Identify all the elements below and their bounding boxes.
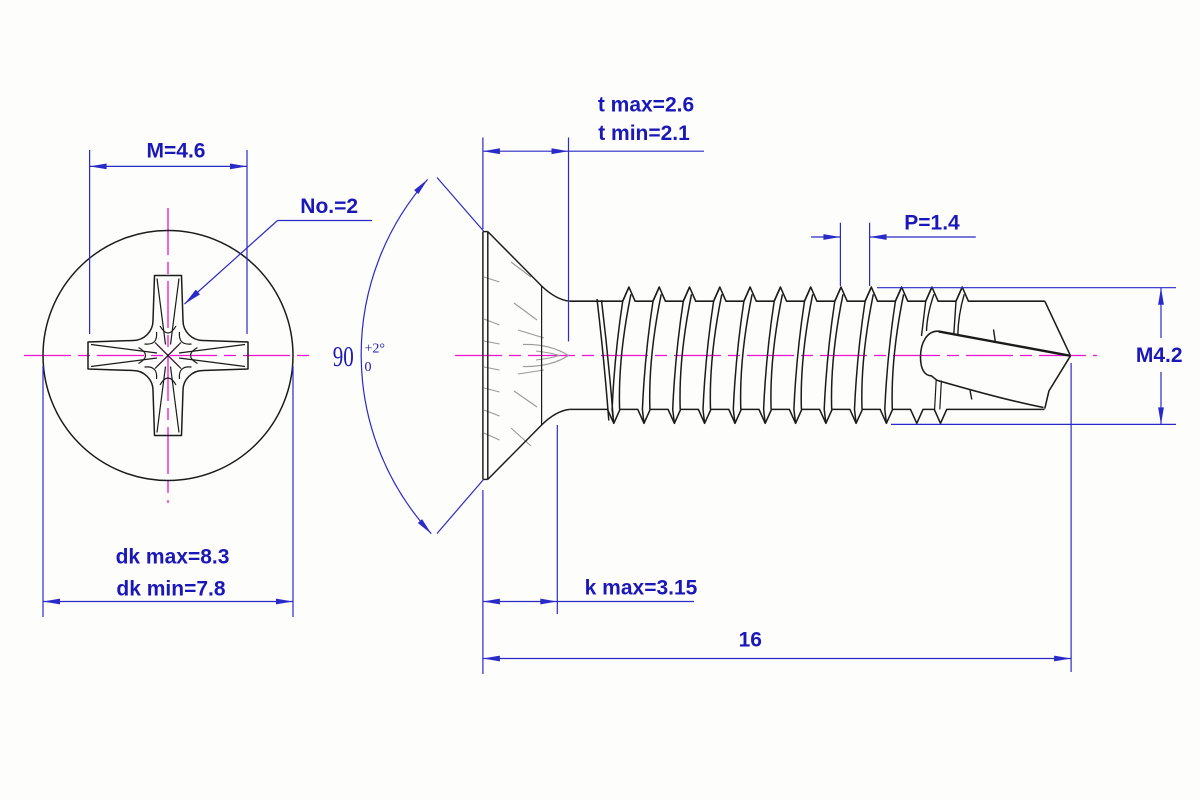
svg-text:90: 90 — [333, 342, 354, 373]
svg-text:dk min=7.8: dk min=7.8 — [116, 578, 225, 601]
svg-text:P=1.4: P=1.4 — [904, 212, 960, 235]
svg-text:M=4.6: M=4.6 — [147, 140, 206, 163]
svg-text:16: 16 — [739, 629, 762, 652]
svg-text:0: 0 — [365, 360, 372, 375]
svg-text:+2°: +2° — [365, 342, 386, 357]
svg-text:No.=2: No.=2 — [300, 195, 358, 218]
svg-text:dk max=8.3: dk max=8.3 — [116, 546, 230, 569]
svg-text:M4.2: M4.2 — [1136, 344, 1183, 367]
svg-text:t max=2.6: t max=2.6 — [598, 94, 694, 117]
svg-text:k max=3.15: k max=3.15 — [585, 577, 698, 600]
svg-text:t min=2.1: t min=2.1 — [598, 122, 690, 145]
